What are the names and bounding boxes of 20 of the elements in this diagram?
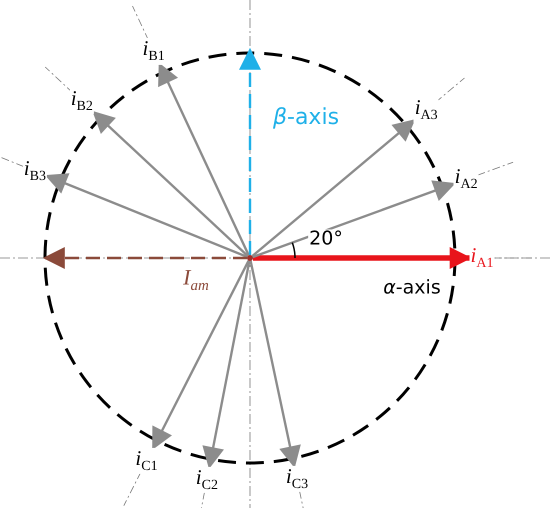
vector-label: i$_{B2}$ — [70, 88, 94, 114]
vector-arrow — [92, 110, 249, 257]
vector-arrow — [158, 62, 250, 256]
vector-arrow — [42, 247, 247, 269]
vector-arrow — [202, 260, 251, 469]
vector-label: i$_{A3}$ — [414, 97, 439, 124]
vector-label: i$_{B1}$ — [142, 38, 166, 64]
vector-label: i$_{C2}$ — [194, 466, 219, 493]
vector-arrow — [152, 260, 250, 450]
vector-arrow — [239, 48, 261, 255]
vector-arrow — [249, 260, 301, 468]
vector-arrow — [44, 173, 248, 258]
edge-label: β-axis — [272, 106, 340, 130]
edge-label: I$_{am}$ — [183, 266, 209, 294]
vector-arrow — [253, 247, 472, 269]
origin-point — [247, 255, 253, 261]
vector-arrow — [252, 180, 456, 258]
vector-label: i$_{C1}$ — [134, 448, 159, 474]
vector-label: i$_{C3}$ — [284, 466, 310, 492]
vector-arrow — [252, 119, 416, 258]
